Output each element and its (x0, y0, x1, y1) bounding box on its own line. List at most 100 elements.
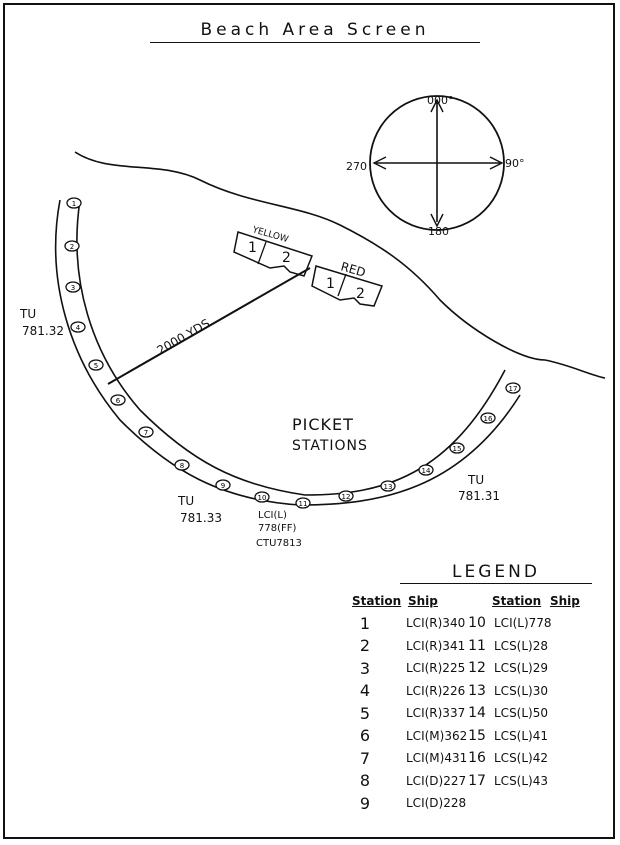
legend-row: 10 LCI(L)778 (464, 612, 580, 635)
station-marker-label: 6 (116, 397, 121, 405)
station-marker-label: 11 (299, 500, 308, 508)
legend-ship: LCI(D)228 (406, 796, 467, 811)
legend-header-ship-2: Ship (550, 594, 580, 608)
page-title: Beach Area Screen (150, 20, 480, 43)
tu-bottom-b: 781.33 (180, 511, 222, 525)
legend-station: 4 (359, 681, 371, 701)
legend-row: 12 LCS(L)29 (464, 657, 580, 680)
legend-station: 12 (468, 660, 486, 677)
beach-yellow-2: 2 (282, 250, 291, 266)
legend-ship: LCS(L)50 (494, 706, 548, 721)
station-marker (505, 382, 521, 394)
station-marker (338, 490, 354, 502)
station-marker (480, 412, 496, 424)
beach-red-1: 1 (326, 276, 335, 292)
legend-ship: LCI(R)337 (406, 706, 466, 721)
stations-label: STATIONS (292, 438, 368, 454)
beach-yellow-1: 1 (248, 240, 257, 256)
station-marker-label: 9 (221, 482, 225, 490)
legend-station: 17 (468, 772, 486, 789)
legend-station: 7 (359, 748, 371, 768)
station-marker (215, 479, 231, 491)
screen-arc-outer (54, 199, 521, 506)
ctu-a: LCI(L) (258, 510, 287, 521)
legend-station: 9 (359, 793, 371, 813)
station-marker (138, 426, 154, 438)
legend-ship: LCS(L)29 (494, 661, 548, 676)
legend-station: 5 (359, 703, 371, 723)
station-marker-label: 5 (94, 362, 98, 370)
station-marker-label: 2 (70, 243, 74, 251)
distance-line (107, 267, 311, 385)
legend-row: 15 LCS(L)41 (464, 725, 580, 748)
legend-row: 4 LCI(R)226 (352, 680, 466, 703)
compass-west: 270 (346, 160, 367, 173)
compass-north: 000° (427, 94, 454, 107)
picket-label: PICKET (292, 415, 354, 434)
station-marker-label: 16 (484, 415, 493, 423)
station-marker (295, 497, 311, 509)
tu-right-a: TU (467, 473, 484, 487)
legend-row: 6 LCI(M)362 (352, 725, 468, 748)
screen-arc-inner (76, 199, 506, 496)
legend-ship: LCI(R)226 (406, 683, 466, 698)
legend-header: Station Ship Station Ship (352, 594, 600, 608)
station-marker (174, 459, 190, 471)
legend-ship: LCI(M)362 (406, 728, 468, 743)
station-marker-label: 13 (384, 483, 393, 491)
legend-station: 11 (468, 637, 486, 654)
page-frame (3, 3, 615, 839)
legend-station: 10 (468, 615, 486, 632)
station-marker-label: 4 (76, 324, 81, 332)
legend-station: 3 (359, 658, 371, 678)
legend-ship: LCI(R)225 (406, 661, 466, 676)
beach-red-label: RED (339, 259, 367, 279)
station-marker (254, 491, 270, 503)
legend-title: LEGEND (400, 562, 592, 584)
legend-ship: LCS(L)30 (494, 683, 548, 698)
station-marker-label: 1 (72, 200, 76, 208)
legend-row: 3 LCI(R)225 (352, 657, 466, 680)
legend-station: 6 (359, 726, 371, 746)
legend-station: 16 (468, 750, 486, 767)
ctu-c: CTU7813 (256, 538, 302, 549)
legend-ship: LCI(R)341 (406, 638, 466, 653)
legend-station: 2 (359, 636, 371, 656)
distance-label: 2000 YDS (155, 316, 213, 357)
legend-ship: LCS(L)28 (494, 638, 548, 653)
tu-right-b: 781.31 (458, 489, 500, 503)
tu-left-b: 781.32 (22, 324, 64, 338)
legend-header-station-2: Station (492, 594, 542, 608)
legend-row: 2 LCI(R)341 (352, 635, 466, 658)
tu-bottom-a: TU (177, 494, 194, 508)
legend-station: 15 (468, 727, 486, 744)
station-marker-label: 15 (453, 445, 462, 453)
legend-row: 11 LCS(L)28 (464, 635, 580, 658)
compass: 000° 90° 180 270 (346, 94, 525, 238)
legend-header-ship: Ship (408, 594, 438, 608)
beach-yellow: YELLOW 1 2 (233, 225, 313, 277)
coastline (74, 151, 606, 379)
station-marker-label: 12 (342, 493, 351, 501)
legend-ship: LCS(L)42 (494, 751, 548, 766)
station-marker-label: 8 (180, 462, 184, 470)
legend-ship: LCI(M)431 (406, 751, 468, 766)
compass-east: 90° (505, 157, 525, 170)
legend-row: 7 LCI(M)431 (352, 747, 468, 770)
compass-south: 180 (428, 225, 449, 238)
station-marker-label: 3 (71, 284, 75, 292)
legend-header-station: Station (352, 594, 402, 608)
legend-ship: LCS(L)41 (494, 728, 548, 743)
legend-ship: LCI(L)778 (494, 616, 552, 631)
station-marker (418, 464, 434, 476)
tu-left-a: TU (19, 307, 36, 321)
legend-station: 1 (359, 613, 371, 633)
station-marker-label: 14 (422, 467, 431, 475)
